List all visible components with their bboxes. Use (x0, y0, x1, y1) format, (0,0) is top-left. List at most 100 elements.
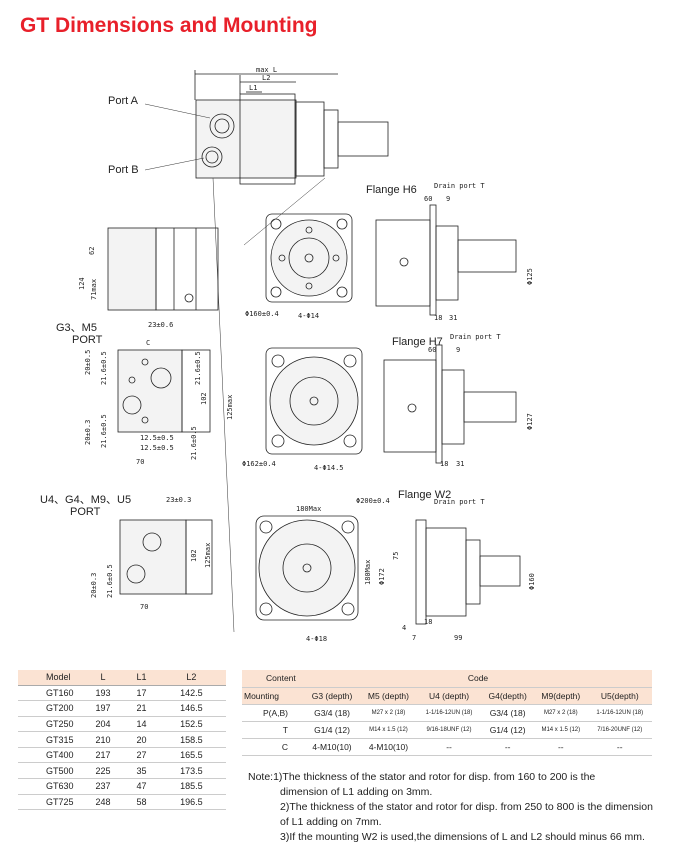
col-l: L (80, 670, 127, 686)
row-label: T (242, 721, 304, 739)
cell: 58 (126, 794, 157, 811)
cell: 165.5 (156, 747, 226, 764)
cell: 20 (126, 731, 157, 748)
cell: 210 (80, 731, 127, 748)
model-table-header: Model L L1 L2 (18, 670, 226, 686)
dim-20-0.5: 20±0.5 (84, 350, 92, 375)
cell: 27 (126, 747, 157, 764)
dim-l2: L2 (262, 74, 270, 82)
table-row: T G1/4 (12) M14 x 1.5 (12) 9/16-18UNF (1… (242, 721, 652, 739)
note-2-cont: of L1 adding on 7mm. (280, 816, 382, 828)
flange-w2-label: Flange W2 (398, 489, 451, 501)
dim-21.6-b: 21.6±0.5 (194, 351, 202, 385)
dim-phi162: Φ162±0.4 (242, 460, 276, 468)
cell: G3/4 (18) (481, 704, 535, 722)
u4-port-view (119, 519, 213, 595)
dim-phi172: Φ172 (378, 568, 386, 585)
dim-75: 75 (392, 552, 400, 560)
u4-port-label: U4、G4、M9、U5 (40, 494, 131, 506)
dim-23-0.6: 23±0.6 (148, 321, 173, 329)
content-header: Content (242, 670, 304, 688)
code-header: Code (304, 670, 652, 688)
cell: 4-M10(10) (360, 738, 417, 756)
dim-l1: L1 (249, 84, 257, 92)
dim-4-phi14: 4-Φ14 (298, 312, 319, 320)
flange-h7-front-view (265, 347, 363, 455)
dim-18-h6: 18 (434, 314, 442, 322)
cell: G1/4 (12) (304, 721, 361, 739)
dim-180max-v: 180Max (364, 560, 372, 585)
cell: M14 x 1.5 (12) (534, 721, 588, 739)
page-title: GT Dimensions and Mounting (20, 14, 318, 37)
col-l2: L2 (156, 670, 226, 686)
dim-18-w2: 18 (424, 618, 432, 626)
port-code-table: Content Code Mounting G3 (depth) M5 (dep… (242, 670, 652, 756)
dim-7: 7 (412, 634, 416, 642)
col-m9: M9(depth) (534, 687, 588, 705)
cell: 204 (80, 716, 127, 733)
note-3: 3)If the mounting W2 is used,the dimensi… (280, 831, 645, 843)
note-1: Note:1)The thickness of the stator and r… (248, 771, 596, 783)
flange-w2-front-view (255, 515, 359, 621)
cell: GT400 (18, 747, 80, 764)
table-row: C 4-M10(10) 4-M10(10) -- -- -- -- (242, 738, 652, 756)
cell: 14 (126, 716, 157, 733)
dim-c: C (146, 339, 150, 347)
dim-4-phi14.5: 4-Φ14.5 (314, 464, 344, 472)
dim-18-h7: 18 (440, 460, 448, 468)
drain-port-t-w2: Drain port T (434, 498, 485, 506)
dim-125max: 125max (226, 395, 234, 420)
mounting-header: Mounting (242, 687, 304, 705)
row-label: C (242, 738, 304, 756)
dim-21.6-c: 21.6±0.5 (100, 414, 108, 448)
dim-20-0.3: 20±0.3 (84, 420, 92, 445)
col-u5: U5(depth) (587, 687, 652, 705)
cell: 158.5 (156, 731, 226, 748)
dim-phi125: Φ125 (526, 268, 534, 285)
code-table-header-2: Mounting G3 (depth) M5 (depth) U4 (depth… (242, 687, 652, 705)
flange-h6-label: Flange H6 (366, 184, 417, 196)
dim-60-h6: 60 (424, 195, 432, 203)
dim-62: 62 (88, 247, 96, 255)
g3-m5-port-label-2: PORT (72, 334, 103, 346)
cell: 1-1/16-12UN (18) (416, 704, 482, 722)
note-1-cont: dimension of L1 adding on 3mm. (280, 786, 433, 798)
dim-20-0.3-b: 20±0.3 (90, 573, 98, 598)
g3-m5-port-label: G3、M5 (56, 322, 97, 334)
side-profile-view (107, 227, 219, 311)
dim-21.6-e: 21.6±0.5 (106, 564, 114, 598)
dim-max-l: max L (256, 66, 277, 74)
table-row: P(A,B) G3/4 (18) M27 x 2 (18) 1-1/16-12U… (242, 704, 652, 722)
dim-9-h6: 9 (446, 195, 450, 203)
cell: 196.5 (156, 794, 226, 811)
cell: G1/4 (12) (481, 721, 535, 739)
cell: 35 (126, 762, 157, 780)
col-g4: G4(depth) (481, 687, 535, 705)
cell: GT500 (18, 762, 80, 780)
cell: G3/4 (18) (304, 704, 361, 722)
flange-w2-side-view (415, 519, 521, 625)
flange-h6-side-view (375, 204, 517, 316)
cell: 193 (80, 685, 127, 702)
cell: GT725 (18, 794, 80, 811)
technical-drawing: Port A Port B max L L2 L1 62 124 71max G… (40, 66, 536, 643)
dim-9-h7: 9 (456, 346, 460, 354)
cell: -- (416, 738, 482, 756)
dim-31-h6: 31 (449, 314, 457, 322)
dim-21.6-a: 21.6±0.5 (100, 351, 108, 385)
cell: 146.5 (156, 700, 226, 717)
port-a-label: Port A (108, 95, 139, 107)
flange-h6-front-view (265, 213, 353, 303)
row-label: P(A,B) (242, 704, 304, 722)
dim-125max-b: 125max (204, 543, 212, 568)
cell: 185.5 (156, 778, 226, 795)
col-g3: G3 (depth) (304, 687, 361, 705)
dim-phi200: Φ200±0.4 (356, 497, 390, 505)
flange-h7-label: Flange H7 (392, 336, 443, 348)
